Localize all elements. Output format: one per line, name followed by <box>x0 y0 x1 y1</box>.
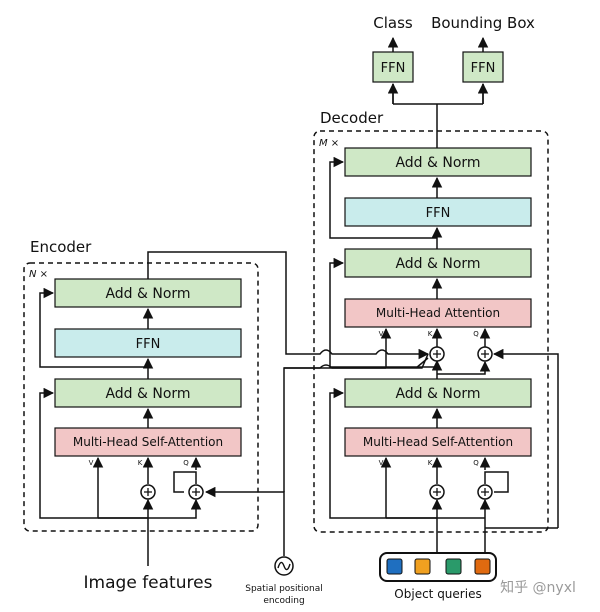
object-queries-container <box>379 552 497 582</box>
query-token-1 <box>386 558 403 575</box>
spatial-encoding-label-2: encoding <box>263 596 304 606</box>
svg-text:Q: Q <box>183 459 189 467</box>
svg-text:Add & Norm: Add & Norm <box>395 256 480 272</box>
svg-text:Multi-Head Attention: Multi-Head Attention <box>376 306 500 320</box>
class-ffn-label: FFN <box>381 61 406 76</box>
encoder-title: Encoder <box>30 238 92 256</box>
decoder-add-norm-3: Add & Norm <box>344 147 532 177</box>
svg-text:K: K <box>138 459 143 467</box>
svg-text:FFN: FFN <box>426 206 451 221</box>
encoder-self-attention: Multi-Head Self-Attention <box>54 427 242 457</box>
svg-text:Q: Q <box>473 330 479 338</box>
svg-text:Q: Q <box>473 459 479 467</box>
query-token-2 <box>414 558 431 575</box>
svg-text:Add & Norm: Add & Norm <box>395 155 480 171</box>
svg-text:Add & Norm: Add & Norm <box>395 386 480 402</box>
decoder-repeat: M × <box>319 138 339 149</box>
decoder-add-norm-1: Add & Norm <box>344 378 532 408</box>
query-token-4 <box>474 558 491 575</box>
decoder-ffn: FFN <box>344 197 532 227</box>
svg-text:Multi-Head Self-Attention: Multi-Head Self-Attention <box>73 435 223 449</box>
watermark: 知乎 @nyxl <box>500 579 576 596</box>
image-features-label: Image features <box>84 573 213 593</box>
class-ffn-block: FFN <box>372 51 414 83</box>
svg-text:FFN: FFN <box>136 337 161 352</box>
svg-text:V: V <box>379 330 384 338</box>
encoder-repeat: N × <box>29 269 48 280</box>
decoder-dashed-box <box>313 130 549 533</box>
svg-text:Add & Norm: Add & Norm <box>105 286 190 302</box>
svg-text:V: V <box>89 459 94 467</box>
query-token-3 <box>445 558 462 575</box>
svg-text:V: V <box>379 459 384 467</box>
bounding-box-label: Bounding Box <box>431 14 535 32</box>
encoder-add-norm-1: Add & Norm <box>54 378 242 408</box>
bbox-ffn-block: FFN <box>462 51 504 83</box>
encoder-ffn: FFN <box>54 328 242 358</box>
decoder-cross-attention: Multi-Head Attention <box>344 298 532 328</box>
svg-text:K: K <box>428 459 433 467</box>
encoder-dashed-box <box>23 262 259 532</box>
bbox-ffn-label: FFN <box>471 61 496 76</box>
decoder-self-attention: Multi-Head Self-Attention <box>344 427 532 457</box>
encoder-add-norm-2: Add & Norm <box>54 278 242 308</box>
svg-text:K: K <box>428 330 433 338</box>
svg-text:Add & Norm: Add & Norm <box>105 386 190 402</box>
svg-text:Multi-Head Self-Attention: Multi-Head Self-Attention <box>363 435 513 449</box>
decoder-add-norm-2: Add & Norm <box>344 248 532 278</box>
decoder-title: Decoder <box>320 109 384 127</box>
head-split-lines <box>392 84 484 148</box>
class-label: Class <box>373 14 413 32</box>
spatial-encoding-label-1: Spatial positional <box>245 584 323 594</box>
object-queries-label: Object queries <box>394 587 481 601</box>
